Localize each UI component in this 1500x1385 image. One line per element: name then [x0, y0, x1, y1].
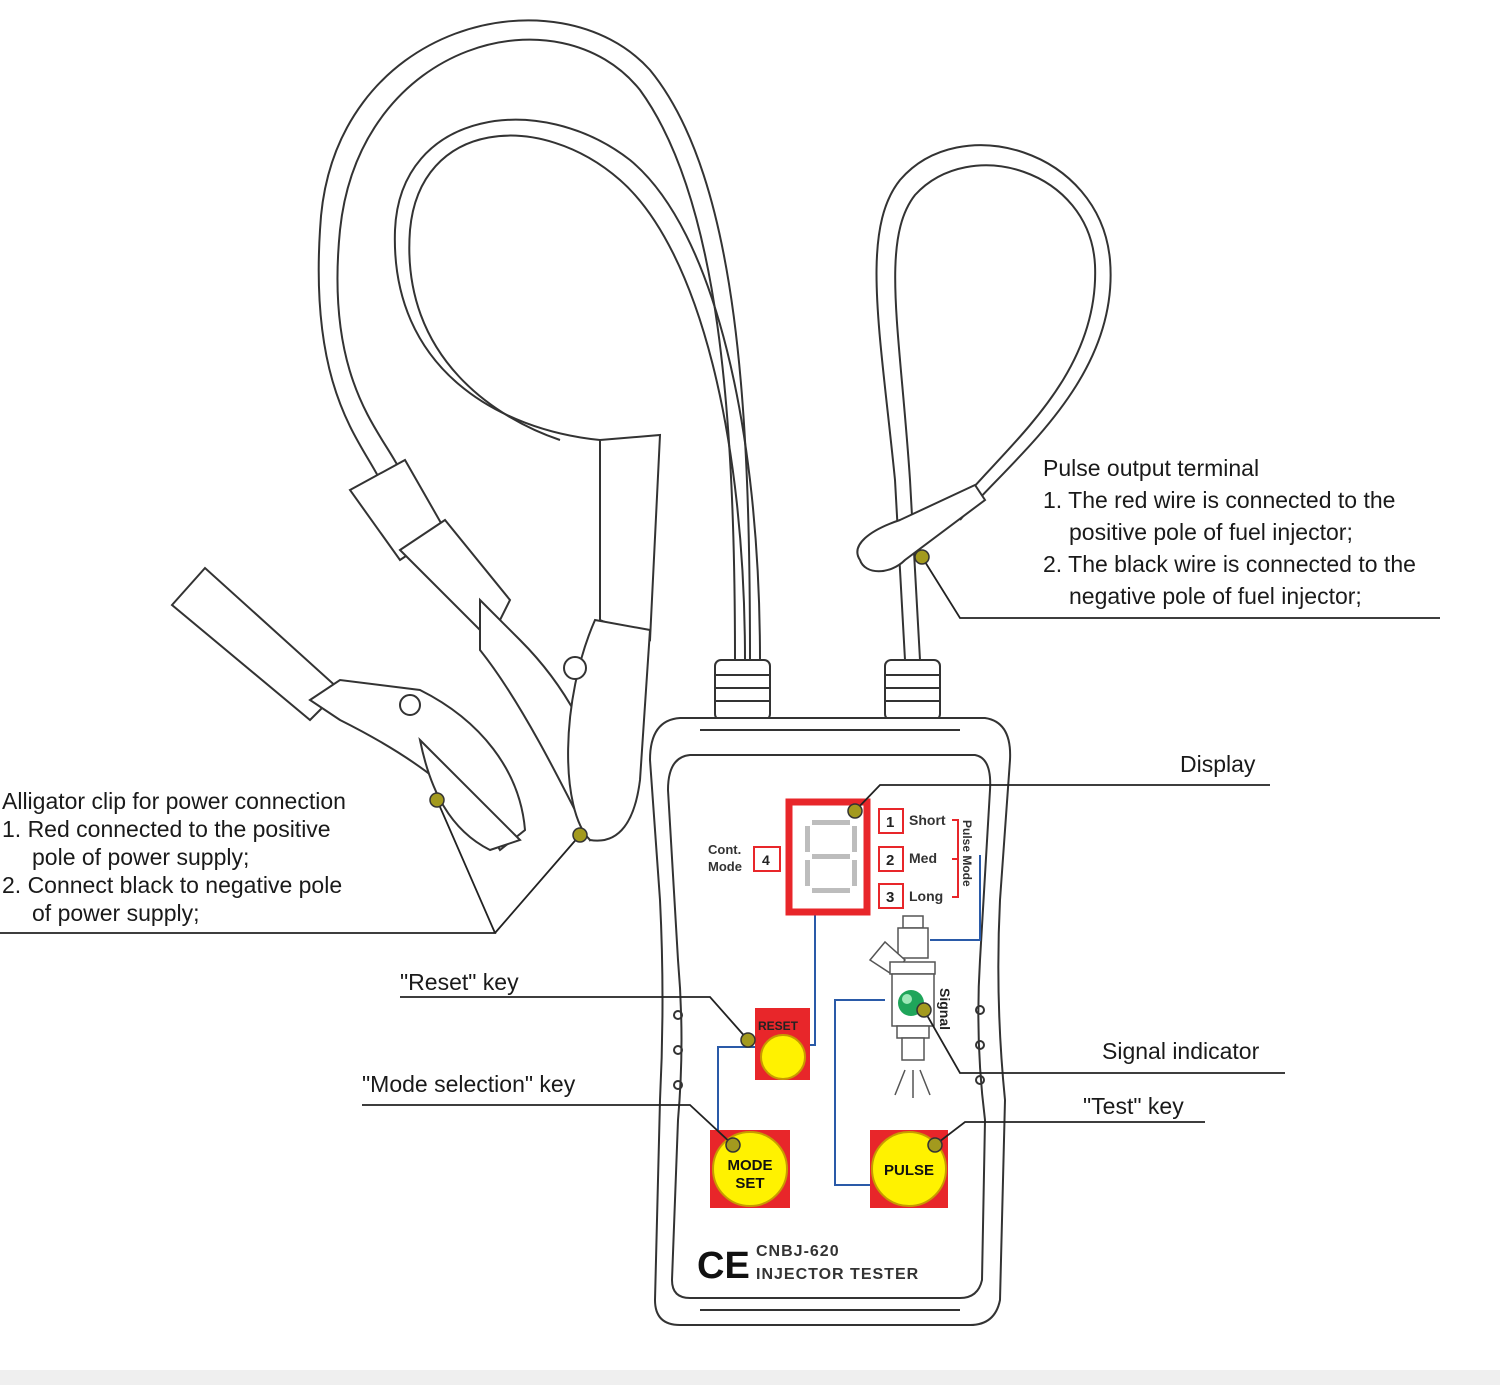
ce-mark: CE	[697, 1245, 750, 1287]
callout-lines	[0, 556, 1440, 1146]
cont-mode-number: 4	[762, 852, 770, 868]
product-name: INJECTOR TESTER	[756, 1266, 919, 1283]
housing-grip-holes	[673, 1005, 985, 1090]
mode-3-number: 3	[886, 889, 894, 906]
mode-set-label-2: SET	[735, 1175, 764, 1192]
pulse-button-label: PULSE	[884, 1162, 934, 1179]
signal-label: Signal	[937, 988, 953, 1030]
reset-button-label: RESET	[758, 1019, 799, 1033]
alligator-line: of power supply;	[32, 900, 200, 926]
cont-mode-label-2: Mode	[708, 859, 742, 874]
cont-mode-box	[753, 846, 781, 872]
mode-2-number: 2	[886, 852, 894, 869]
mode-1-number: 1	[886, 814, 894, 831]
pulse-output-line: negative pole of fuel injector;	[1069, 583, 1362, 609]
signal-indicator-callout: Signal indicator	[1102, 1038, 1260, 1064]
test-key-callout: "Test" key	[1083, 1093, 1184, 1119]
alligator-clip-black	[348, 433, 662, 842]
power-cables	[317, 19, 761, 661]
mode-1-label: Short	[909, 812, 946, 828]
mode-key-callout: "Mode selection" key	[362, 1071, 576, 1097]
pulse-clip	[856, 483, 987, 573]
pulse-output-line: 2. The black wire is connected to the	[1043, 551, 1416, 577]
pulse-cable	[875, 144, 1112, 661]
mode-3-label: Long	[909, 888, 943, 904]
alligator-clip-red	[170, 566, 527, 852]
connector-boots	[714, 659, 941, 721]
callout-dots	[429, 549, 943, 1153]
reset-button[interactable]: RESET	[755, 1008, 810, 1080]
cont-mode-label-1: Cont.	[708, 842, 741, 857]
seven-segment-display	[785, 798, 871, 916]
mode-set-button[interactable]: MODE SET	[710, 1130, 790, 1208]
alligator-line: 2. Connect black to negative pole	[2, 872, 343, 898]
pulse-output-line: 1. The red wire is connected to the	[1043, 487, 1396, 513]
alligator-line: 1. Red connected to the positive	[2, 816, 331, 842]
reset-key-callout: "Reset" key	[400, 969, 519, 995]
alligator-line: pole of power supply;	[32, 844, 250, 870]
display-callout: Display	[1180, 751, 1256, 777]
model-number: CNBJ-620	[756, 1243, 840, 1260]
pulse-mode-label: Pulse Mode	[960, 820, 974, 887]
circuit-traces	[717, 855, 981, 1186]
mode-2-label: Med	[909, 850, 937, 866]
alligator-callout: Alligator clip for power connection 1. R…	[2, 787, 346, 927]
pulse-output-line: positive pole of fuel injector;	[1069, 519, 1353, 545]
alligator-title: Alligator clip for power connection	[2, 788, 346, 814]
pulse-output-callout: Pulse output terminal 1. The red wire is…	[1043, 454, 1416, 610]
mode-set-label-1: MODE	[728, 1157, 773, 1174]
bottom-strip	[0, 1370, 1500, 1385]
device-housing	[648, 717, 1012, 1326]
pulse-output-title: Pulse output terminal	[1043, 455, 1260, 481]
